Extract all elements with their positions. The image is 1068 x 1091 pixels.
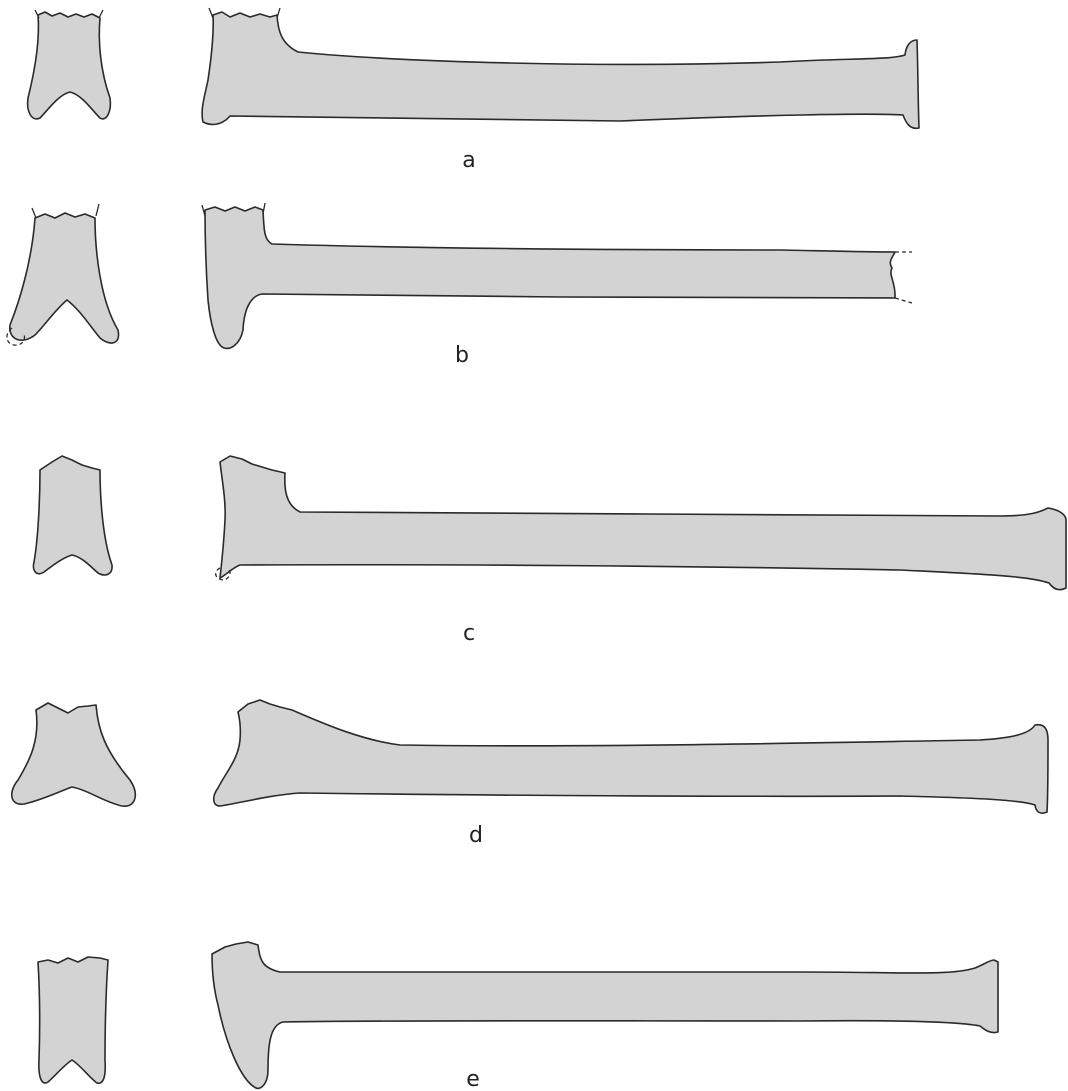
- specimen-c-end-view: [33, 456, 112, 575]
- specimen-c: c: [33, 456, 1066, 646]
- specimen-a-label: a: [462, 148, 475, 173]
- specimen-e-end-view: [38, 957, 108, 1083]
- specimen-d-side-view: [214, 700, 1048, 813]
- specimen-e-label: e: [466, 1067, 480, 1091]
- specimen-a-end-view: [28, 12, 111, 119]
- specimen-e-side-view: [212, 942, 998, 1088]
- specimen-e: e: [38, 942, 998, 1091]
- specimen-d-end-view: [12, 703, 136, 806]
- specimen-b: b: [7, 203, 912, 368]
- specimen-c-side-view: [220, 456, 1066, 590]
- specimen-b-label: b: [455, 343, 469, 368]
- specimen-b-side-view: [205, 207, 895, 348]
- specimen-a-side-view: [202, 12, 919, 128]
- specimen-b-end-view: [10, 213, 119, 343]
- specimen-a: a: [28, 8, 919, 173]
- specimen-d-label: d: [469, 823, 483, 848]
- specimen-c-label: c: [463, 621, 475, 646]
- specimen-d: d: [12, 700, 1048, 848]
